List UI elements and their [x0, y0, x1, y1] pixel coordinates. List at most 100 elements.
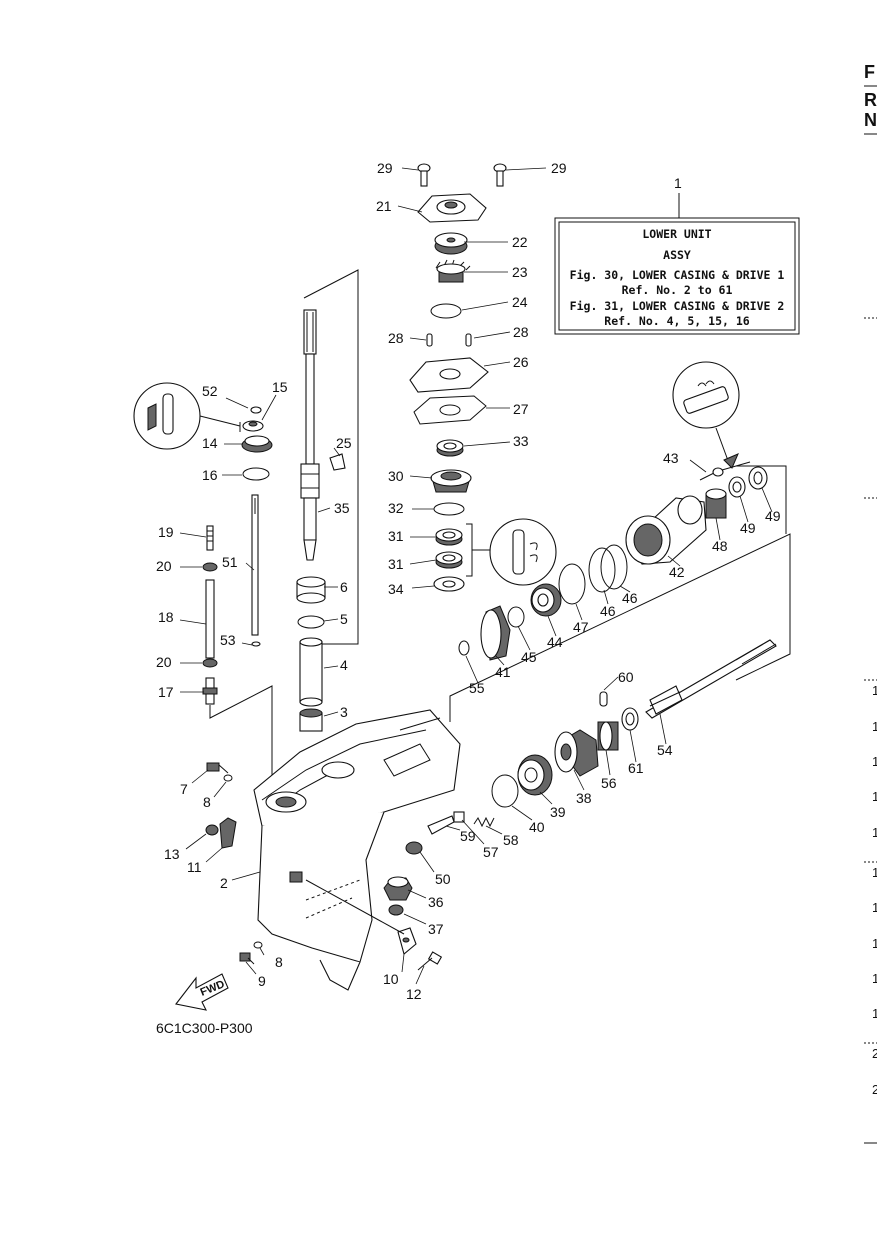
- shift-plunger-59: [427, 815, 455, 835]
- o-ring-46-outer: [600, 544, 628, 590]
- callout-37: 37: [428, 921, 444, 937]
- callout-54: 54: [657, 742, 673, 758]
- callout-29-right: 29: [551, 160, 567, 176]
- detail-circle-right-mid: [489, 518, 557, 586]
- detail-circle-right-top: [672, 361, 740, 467]
- edge-fragment: 1: [872, 865, 877, 880]
- callout-28-right: 28: [513, 324, 529, 340]
- oil-seal-31-lower: [435, 551, 463, 569]
- pinion-36: [383, 876, 413, 901]
- clip-52: [250, 406, 262, 414]
- callout-35: 35: [334, 500, 350, 516]
- callout-15: 15: [272, 379, 288, 395]
- callout-18: 18: [158, 609, 174, 625]
- o-ring-47: [558, 563, 586, 605]
- edge-fragment: 1: [872, 754, 877, 769]
- callout-58: 58: [503, 832, 519, 848]
- edge-fragment: 1: [872, 683, 877, 698]
- dowel-pin-28-right: [465, 333, 472, 347]
- rubber-boot-14: [241, 435, 273, 453]
- oil-seal-33: [436, 439, 464, 457]
- bolt-7: [206, 762, 229, 774]
- callout-5: 5: [340, 611, 348, 627]
- callout-12: 12: [406, 986, 422, 1002]
- drive-shaft-group: [300, 309, 346, 561]
- pump-housing-21: [417, 193, 487, 223]
- anode-10: [397, 927, 417, 955]
- callout-10: 10: [383, 971, 399, 987]
- sleeve-4: [299, 637, 323, 707]
- needle-bearing-48: [705, 488, 727, 519]
- callout-24: 24: [512, 294, 528, 310]
- clip-53: [251, 641, 261, 647]
- reverse-gear-41: [480, 605, 511, 661]
- bolt-29-right: [493, 163, 507, 187]
- propeller-shaft-54: [645, 639, 777, 719]
- oil-seal-31-upper: [435, 528, 463, 546]
- callout-34: 34: [388, 581, 404, 597]
- info-box-line3: Fig. 30, LOWER CASING & DRIVE 1: [570, 268, 785, 282]
- bushing-3: [299, 708, 323, 732]
- group-outline: [449, 533, 791, 722]
- o-ring-5: [297, 615, 325, 629]
- washer-49-right: [748, 466, 768, 490]
- callout-7: 7: [180, 781, 188, 797]
- clip-20-upper: [202, 562, 218, 572]
- dowel-pin-28-left: [426, 333, 433, 347]
- callout-8-lower: 8: [275, 954, 283, 970]
- callout-60: 60: [618, 669, 634, 685]
- info-box-line5: Fig. 31, LOWER CASING & DRIVE 2: [570, 299, 785, 313]
- gasket-24: [430, 303, 462, 319]
- o-ring-32: [433, 502, 465, 516]
- callout-46-left: 46: [600, 603, 616, 619]
- edge-fragment: 1: [872, 936, 877, 951]
- callout-31-lower: 31: [388, 556, 404, 572]
- callout-21: 21: [376, 198, 392, 214]
- o-ring-16: [242, 467, 270, 481]
- info-box-line4: Ref. No. 2 to 61: [622, 283, 733, 297]
- nut-37: [388, 904, 404, 916]
- callout-9: 9: [258, 973, 266, 989]
- ball-bearing-44: [530, 583, 562, 617]
- o-ring-46-inner: [588, 547, 616, 593]
- bolt-19: [206, 525, 214, 551]
- insert-cartridge-22: [434, 232, 468, 255]
- bolt-12: [417, 951, 443, 971]
- callout-29-left: 29: [377, 160, 393, 176]
- callout-46-right: 46: [622, 590, 638, 606]
- washer-49-left: [728, 476, 746, 498]
- pin-60: [599, 691, 608, 707]
- edge-letter-r: R: [864, 90, 877, 110]
- edge-fragment: 1: [872, 789, 877, 804]
- washer-8-upper: [223, 774, 233, 782]
- callout-51: 51: [222, 554, 238, 570]
- edge-fragment: 1: [872, 1006, 877, 1021]
- callout-26: 26: [513, 354, 529, 370]
- callout-11: 11: [187, 859, 202, 875]
- lower-casing-2: [253, 709, 461, 991]
- detail-circle-left: [133, 382, 241, 450]
- callout-61: 61: [628, 760, 644, 776]
- callout-17: 17: [158, 684, 174, 700]
- callout-13: 13: [164, 846, 180, 862]
- callout-30: 30: [388, 468, 404, 484]
- gasket-27: [413, 395, 487, 425]
- callout-53: 53: [220, 632, 236, 648]
- callout-42: 42: [669, 564, 685, 580]
- callout-20-upper: 20: [156, 558, 172, 574]
- callout-6: 6: [340, 579, 348, 595]
- callout-40: 40: [529, 819, 545, 835]
- spring-58: [473, 816, 495, 828]
- shift-rod-51: [251, 494, 259, 636]
- callout-41: 41: [495, 664, 511, 680]
- info-box-line6: Ref. No. 4, 5, 15, 16: [604, 314, 749, 328]
- callout-4: 4: [340, 657, 348, 673]
- callout-32: 32: [388, 500, 404, 516]
- leader-lines: [179, 167, 773, 985]
- edge-fragment: 1: [872, 900, 877, 915]
- fwd-arrow-icon: FWD: [175, 973, 229, 1011]
- figure-code: 6C1C300-P300: [156, 1020, 253, 1036]
- edge-letter-n: N: [864, 110, 877, 130]
- callout-1: 1: [674, 175, 682, 191]
